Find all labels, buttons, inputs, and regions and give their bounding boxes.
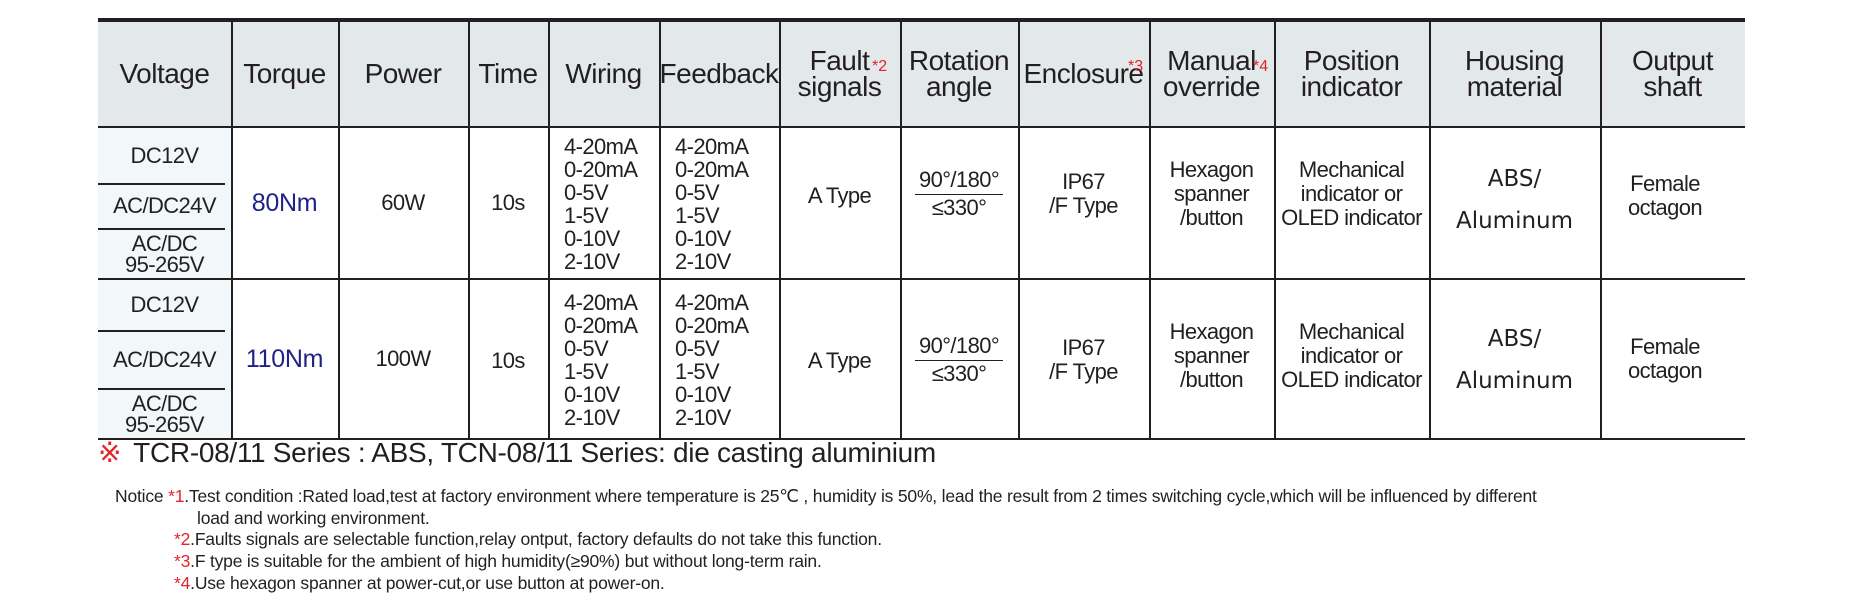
torque-value: 80Nm (251, 189, 318, 217)
column-divider (779, 22, 781, 439)
column-divider (1149, 22, 1151, 439)
footnote-marker-2: *2 (872, 58, 888, 75)
notice-text: .Use hexagon spanner at power-cut,or use… (190, 573, 665, 593)
enclosure-value: IP67 /F Type (1049, 335, 1118, 384)
header-power: Power (364, 58, 442, 89)
position-indicator-value: Mechanical indicator or OLED indicator (1281, 319, 1422, 392)
enclosure-value: IP67 /F Type (1049, 169, 1118, 218)
voltage-cell: AC/DC 95-265V (125, 231, 205, 277)
header-torque: Torque (243, 58, 326, 89)
notice-text: .Test condition :Rated load,test at fact… (184, 486, 1537, 506)
power-value: 100W (375, 346, 431, 371)
header-rotation-angle: Rotation angle (908, 45, 1010, 102)
voltage-cell: AC/DC24V (113, 193, 216, 218)
column-divider (900, 22, 902, 439)
rotation-angle-primary: 90°/180° (914, 167, 1004, 195)
series-material-note: ※ TCR-08/11 Series : ABS, TCN-08/11 Serie… (98, 436, 936, 469)
footnote-marker-4: *4 (1253, 58, 1269, 75)
wiring-options: 4-20mA 0-20mA 0-5V 1-5V 0-10V 2-10V (564, 134, 638, 274)
table-bottom-border (98, 438, 1745, 440)
rotation-angle-value: 90°/180° ≤330° (900, 280, 1018, 440)
spec-table: Voltage Torque Power Time Wiring Feedbac… (98, 18, 1745, 440)
fault-signal-value: A Type (807, 183, 872, 208)
footnote-number: *4 (174, 573, 191, 593)
header-manual-override: Manual override (1162, 45, 1261, 102)
notice-text: .Faults signals are selectable function,… (190, 529, 882, 549)
feedback-options: 4-20mA 0-20mA 0-5V 1-5V 0-10V 2-10V (675, 290, 749, 430)
rotation-angle-primary: 90°/180° (914, 333, 1004, 361)
reference-mark-icon: ※ (98, 437, 122, 468)
header-output-shaft: Output shaft (1631, 45, 1714, 102)
column-divider (659, 22, 661, 439)
fault-signal-value: A Type (807, 348, 872, 373)
voltage-subdivider (98, 388, 225, 390)
voltage-subdivider (98, 330, 225, 332)
time-value: 10s (491, 348, 525, 373)
header-voltage: Voltage (119, 58, 210, 89)
torque-value: 110Nm (245, 345, 324, 373)
column-divider (548, 22, 550, 439)
column-divider (1429, 22, 1431, 439)
notice-item-2: *2.Faults signals are selectable functio… (174, 529, 882, 550)
table-top-border (98, 18, 1745, 22)
manual-override-value: Hexagon spanner /button (1169, 157, 1254, 230)
row-divider (98, 278, 1745, 280)
column-divider (338, 22, 340, 439)
column-divider (1274, 22, 1276, 439)
footnote-number: *2 (174, 529, 191, 549)
header-enclosure: Enclosure (1023, 58, 1144, 89)
column-divider (1600, 22, 1602, 439)
notice-item-3: *3.F type is suitable for the ambient of… (174, 551, 822, 572)
notice-prefix: Notice (115, 486, 164, 506)
notice-item-1: Notice *1.Test condition :Rated load,tes… (115, 486, 1537, 507)
time-value: 10s (491, 190, 525, 215)
header-wiring: Wiring (565, 58, 642, 89)
rotation-angle-value: 90°/180° ≤330° (900, 128, 1018, 260)
column-divider (231, 22, 233, 439)
voltage-cell: AC/DC 95-265V (125, 391, 205, 437)
header-fault-signals: Fault signals (797, 45, 882, 102)
housing-material-value: ABS/ Aluminum (1455, 166, 1574, 234)
rotation-angle-max: ≤330° (931, 195, 987, 220)
manual-override-value: Hexagon spanner /button (1169, 319, 1254, 392)
footnote-number: *1 (168, 486, 185, 506)
header-time: Time (478, 58, 538, 89)
column-divider (1018, 22, 1020, 439)
header-divider (98, 126, 1745, 128)
column-divider (468, 22, 470, 439)
voltage-cell: DC12V (130, 142, 200, 168)
footnote-marker-3: *3 (1128, 58, 1144, 75)
voltage-subdivider (98, 183, 225, 185)
voltage-column-bg (98, 128, 231, 439)
table-header-bg (98, 22, 1745, 127)
header-position-indicator: Position indicator (1300, 45, 1403, 102)
voltage-cell: AC/DC24V (113, 346, 216, 372)
notice-item-1-continuation: load and working environment. (197, 508, 430, 528)
wiring-options: 4-20mA 0-20mA 0-5V 1-5V 0-10V 2-10V (564, 290, 638, 430)
position-indicator-value: Mechanical indicator or OLED indicator (1281, 157, 1422, 230)
voltage-cell: DC12V (130, 292, 200, 317)
rotation-angle-max: ≤330° (931, 361, 987, 386)
notice-item-4: *4.Use hexagon spanner at power-cut,or u… (174, 573, 665, 594)
output-shaft-value: Female octagon (1627, 334, 1703, 383)
header-feedback: Feedback (659, 58, 779, 89)
feedback-options: 4-20mA 0-20mA 0-5V 1-5V 0-10V 2-10V (675, 134, 749, 274)
housing-material-value: ABS/ Aluminum (1455, 326, 1574, 394)
power-value: 60W (381, 190, 425, 215)
voltage-subdivider (98, 228, 225, 230)
series-note-text: TCR-08/11 Series : ABS, TCN-08/11 Series… (133, 437, 936, 468)
output-shaft-value: Female octagon (1627, 171, 1703, 220)
notice-text: .F type is suitable for the ambient of h… (190, 551, 822, 571)
header-housing-material: Housing material (1464, 45, 1565, 102)
footnote-number: *3 (174, 551, 191, 571)
